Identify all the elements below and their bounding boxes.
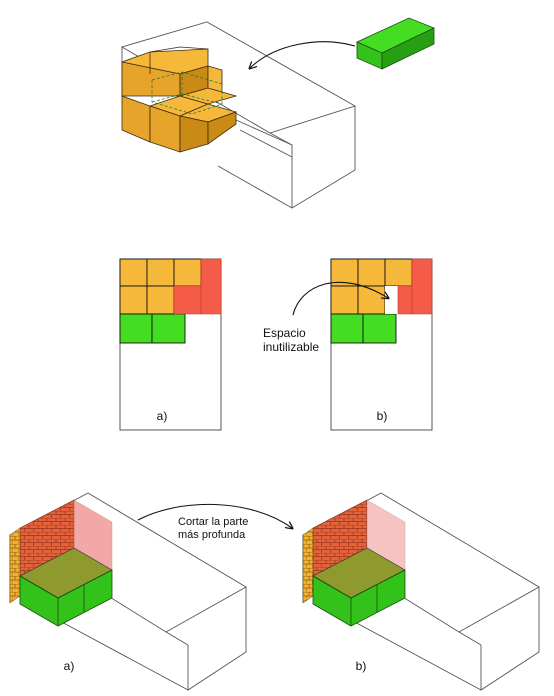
unusable-space-label-2: inutilizable <box>263 340 319 354</box>
middle-2d-view-a: a) <box>119 258 222 431</box>
bottom-b-label: b) <box>356 659 367 673</box>
bottom-a-label: a) <box>64 659 75 673</box>
bottom-3d-container-b: b) <box>302 492 540 691</box>
cut-caption-line2: más profunda <box>178 529 246 541</box>
green-block-icon <box>356 17 435 70</box>
cut-deepest-part-annotation: Cortar la parte más profunda <box>137 503 292 541</box>
bottom-3d-container-a: a) <box>9 492 247 691</box>
middle-2d-view-b: b) Espacio inutilizable <box>263 258 433 431</box>
unusable-space-label-1: Espacio <box>263 326 306 340</box>
view-a-label: a) <box>157 409 168 423</box>
view-b-label: b) <box>377 409 388 423</box>
cut-caption-line1: Cortar la parte <box>178 516 248 528</box>
top-3d-container-illustration <box>120 17 435 209</box>
unusable-space-arrow <box>292 281 388 316</box>
placement-arrow <box>250 41 356 68</box>
